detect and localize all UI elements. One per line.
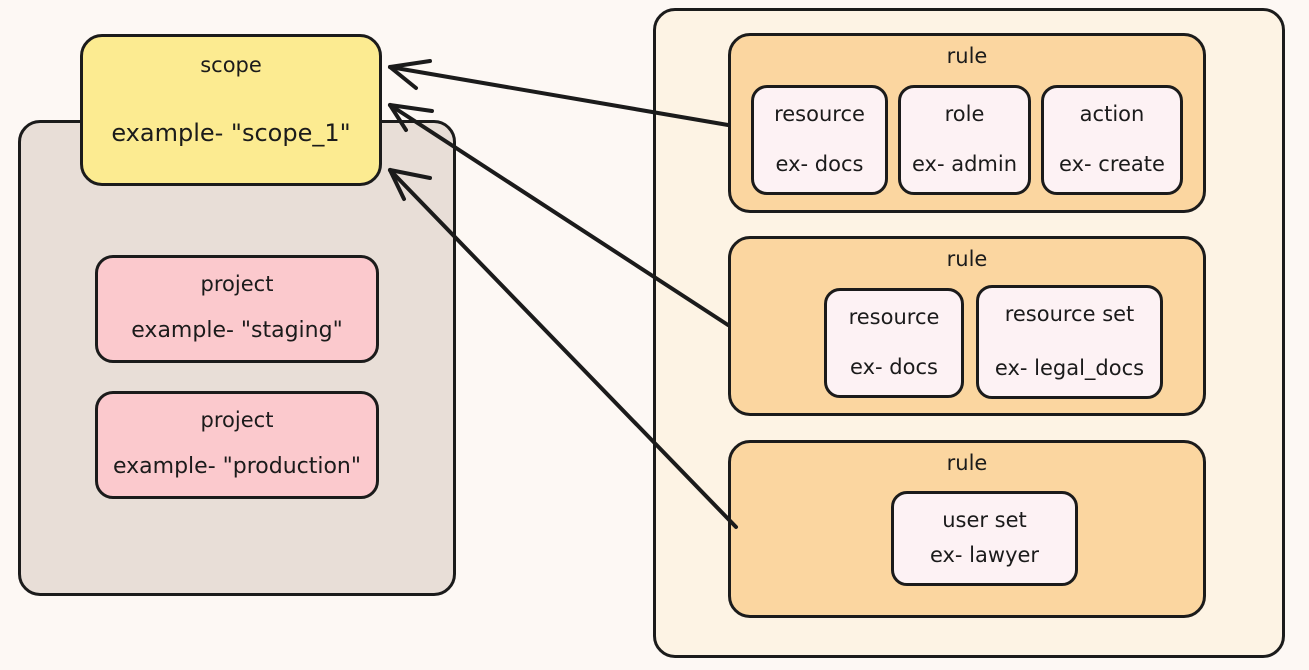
card-title: role bbox=[944, 102, 985, 126]
scope-title: scope bbox=[200, 53, 262, 77]
card-title: resource set bbox=[1004, 302, 1135, 326]
rule-node-3[interactable]: rule user set ex- lawyer bbox=[728, 440, 1206, 618]
rule-card-action[interactable]: action ex- create bbox=[1041, 85, 1183, 195]
card-title: resource bbox=[848, 305, 940, 329]
rule-title: rule bbox=[946, 247, 988, 271]
card-title: action bbox=[1079, 102, 1145, 126]
rule-title: rule bbox=[946, 451, 988, 475]
rule-title: rule bbox=[946, 44, 988, 68]
card-value: ex- docs bbox=[775, 152, 864, 176]
card-value: ex- legal_docs bbox=[994, 356, 1145, 380]
card-value: ex- create bbox=[1059, 152, 1165, 176]
card-title: resource bbox=[774, 102, 865, 126]
card-value: ex- docs bbox=[850, 355, 938, 379]
project-title: project bbox=[200, 408, 274, 432]
card-title: user set bbox=[942, 508, 1027, 532]
rule-node-2[interactable]: rule resource ex- docs resource set ex- … bbox=[728, 236, 1206, 416]
card-value: ex- admin bbox=[911, 152, 1018, 176]
scope-value: example- "scope_1" bbox=[111, 119, 351, 147]
rule-card-user-set[interactable]: user set ex- lawyer bbox=[891, 491, 1078, 586]
project-value: example- "staging" bbox=[131, 318, 343, 343]
project-value: example- "production" bbox=[113, 454, 361, 479]
project-node-staging[interactable]: project example- "staging" bbox=[95, 255, 379, 363]
project-title: project bbox=[200, 272, 274, 296]
project-node-production[interactable]: project example- "production" bbox=[95, 391, 379, 499]
rule-card-resource[interactable]: resource ex- docs bbox=[751, 85, 888, 195]
rule-card-resource[interactable]: resource ex- docs bbox=[824, 288, 964, 398]
card-value: ex- lawyer bbox=[929, 543, 1040, 567]
rule-node-1[interactable]: rule resource ex- docs role ex- admin ac… bbox=[728, 33, 1206, 213]
scope-node[interactable]: scope example- "scope_1" bbox=[80, 34, 382, 186]
rule-card-role[interactable]: role ex- admin bbox=[898, 85, 1031, 195]
rule-card-resource-set[interactable]: resource set ex- legal_docs bbox=[976, 285, 1163, 399]
